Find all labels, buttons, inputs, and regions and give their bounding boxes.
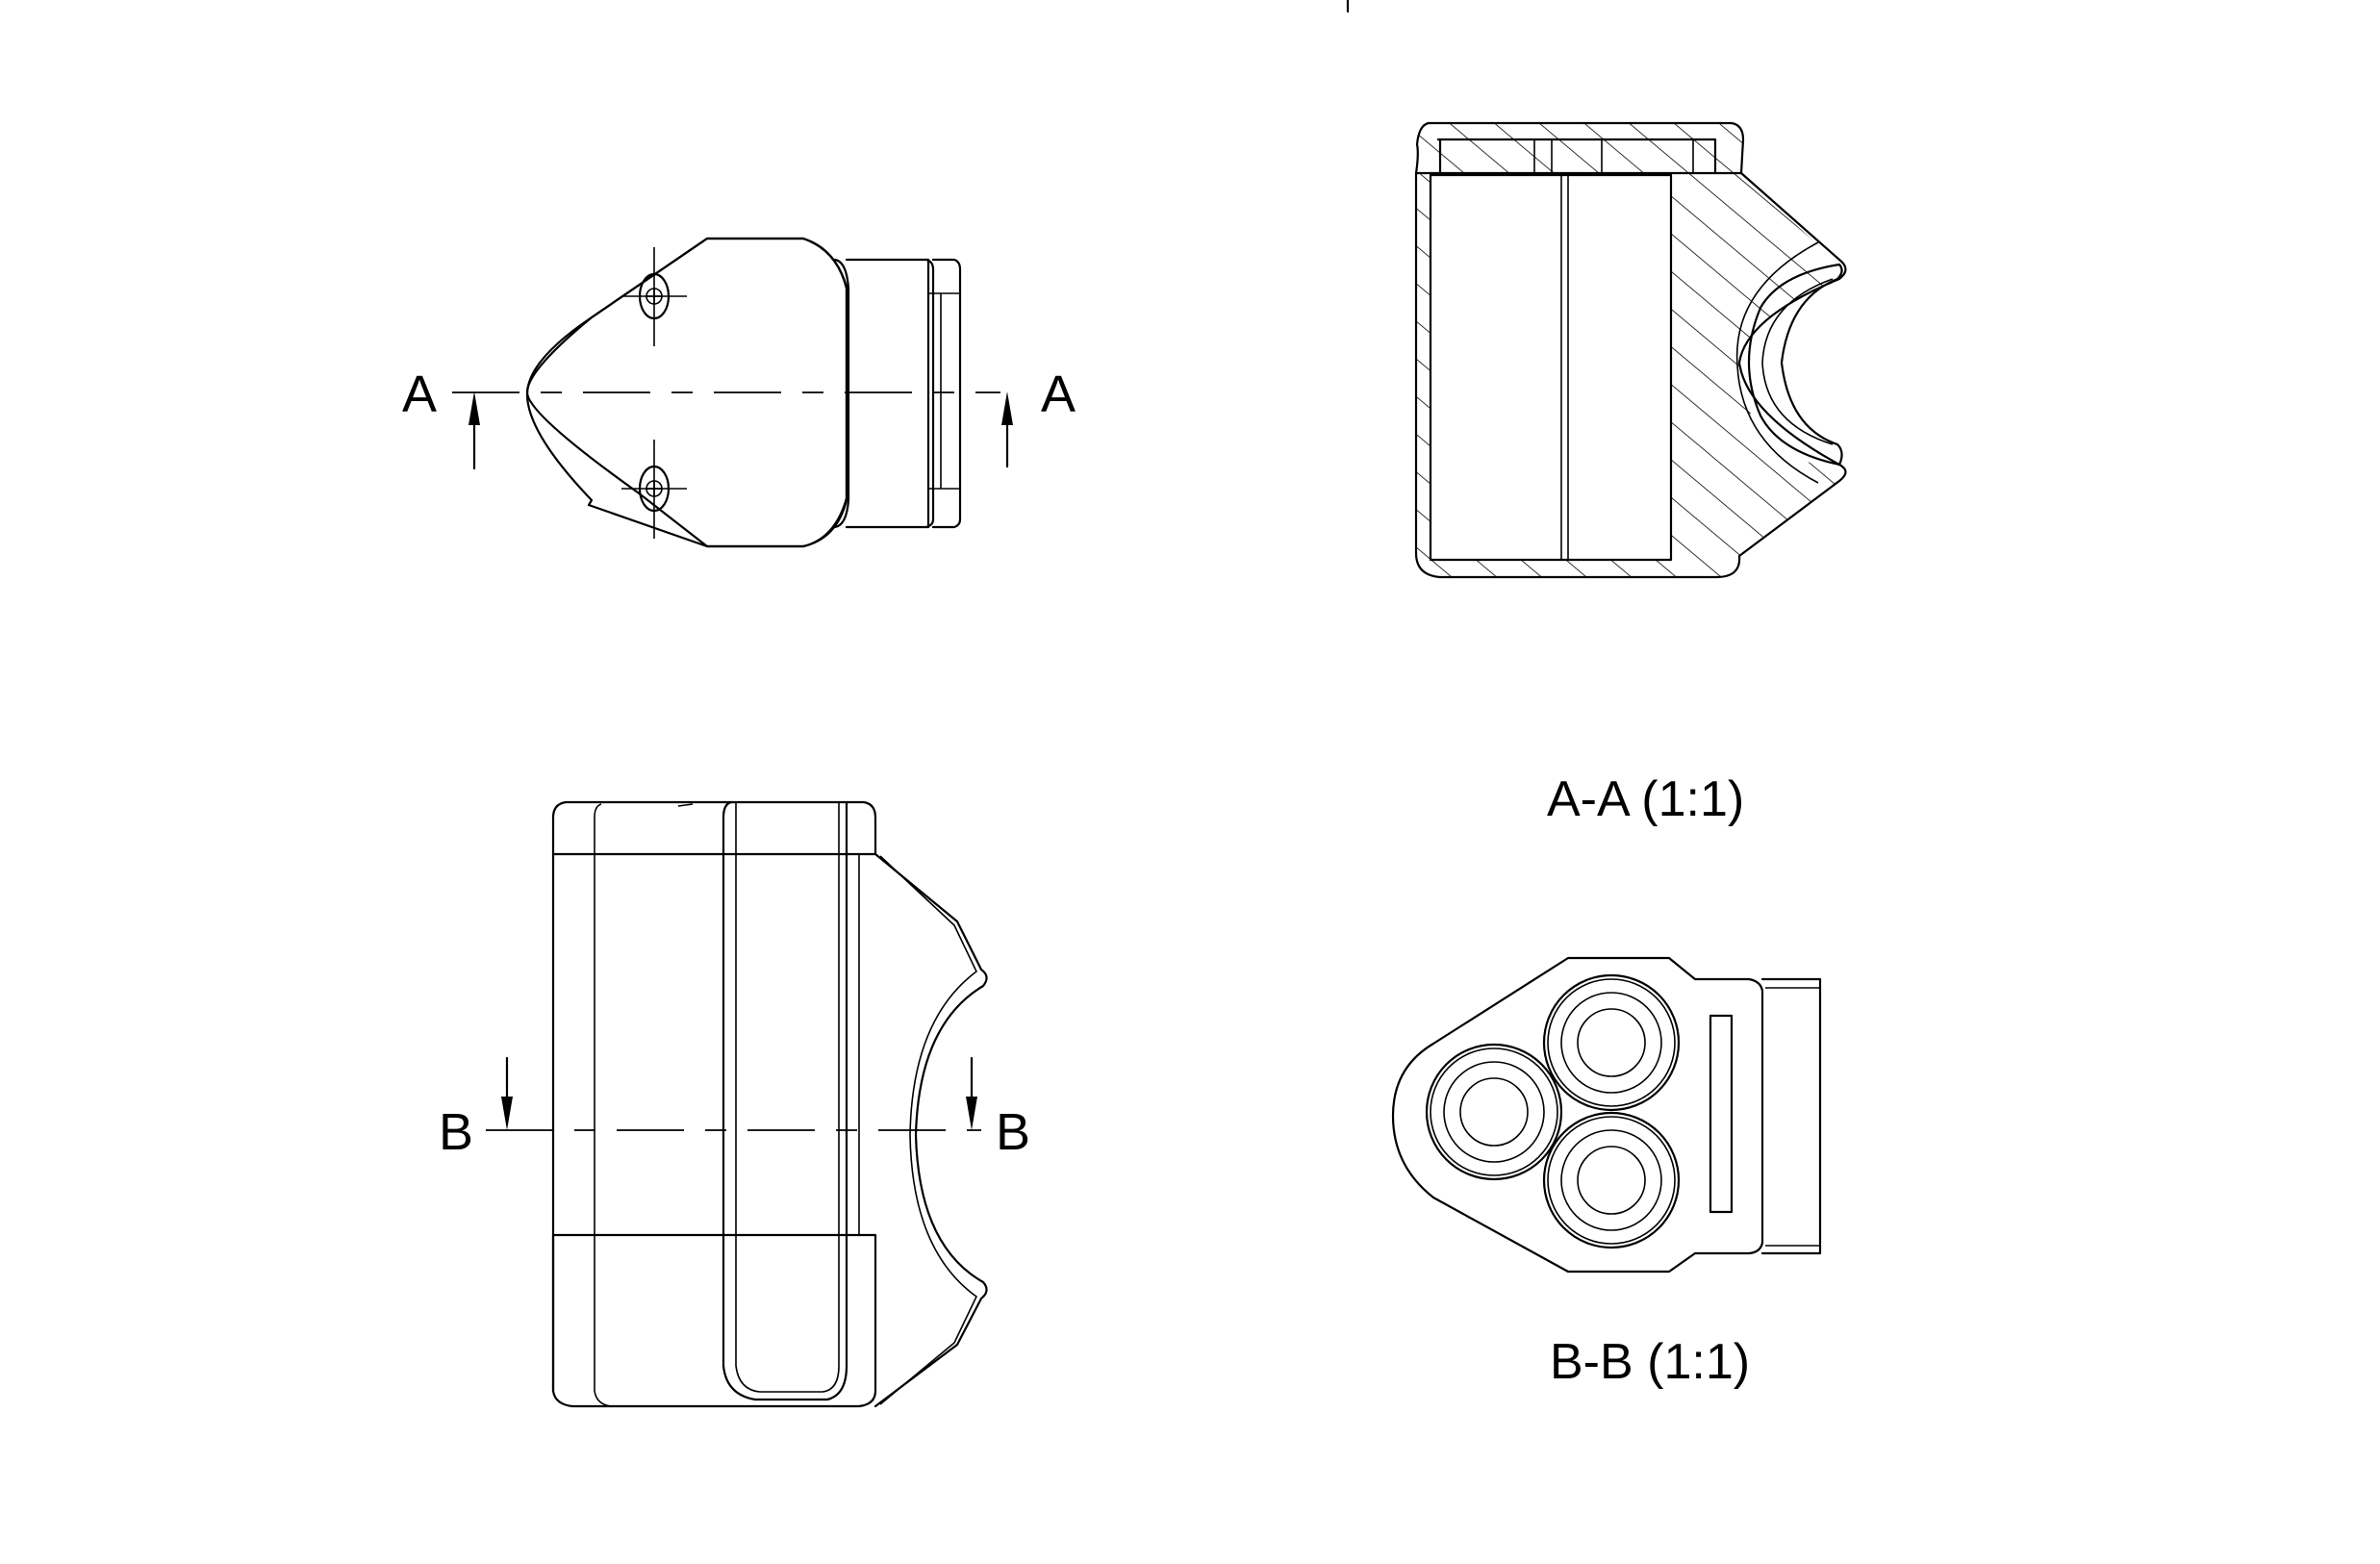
bore-left <box>1425 1043 1563 1181</box>
section-label-b-left: B <box>439 1103 473 1161</box>
section-a-view: A-A (1:1) <box>1414 121 1847 827</box>
section-label-a-right: A <box>1041 366 1076 423</box>
top-view-connector <box>845 258 930 529</box>
front-view: B B <box>439 800 1030 1408</box>
section-b-view: B-B (1:1) <box>1391 956 1822 1390</box>
section-a-title: A-A (1:1) <box>1547 771 1744 827</box>
screw-hole-bottom <box>621 440 687 539</box>
screw-hole-top <box>621 247 687 346</box>
section-b-title: B-B (1:1) <box>1550 1334 1750 1390</box>
top-view: A A <box>402 237 1076 548</box>
section-b-outline <box>1391 956 1764 1274</box>
bore-lower-right <box>1542 1111 1681 1249</box>
section-label-b-right: B <box>996 1103 1030 1161</box>
section-arrow-a-left-icon <box>468 391 480 470</box>
section-arrow-a-right-icon <box>1001 391 1013 468</box>
front-view-cradle <box>874 852 988 1408</box>
front-view-body-outline <box>551 800 877 856</box>
bore-upper-right <box>1542 973 1681 1112</box>
section-arrow-b-left-icon <box>501 1056 513 1130</box>
section-label-a-left: A <box>402 366 437 423</box>
section-arrow-b-right-icon <box>966 1056 977 1130</box>
